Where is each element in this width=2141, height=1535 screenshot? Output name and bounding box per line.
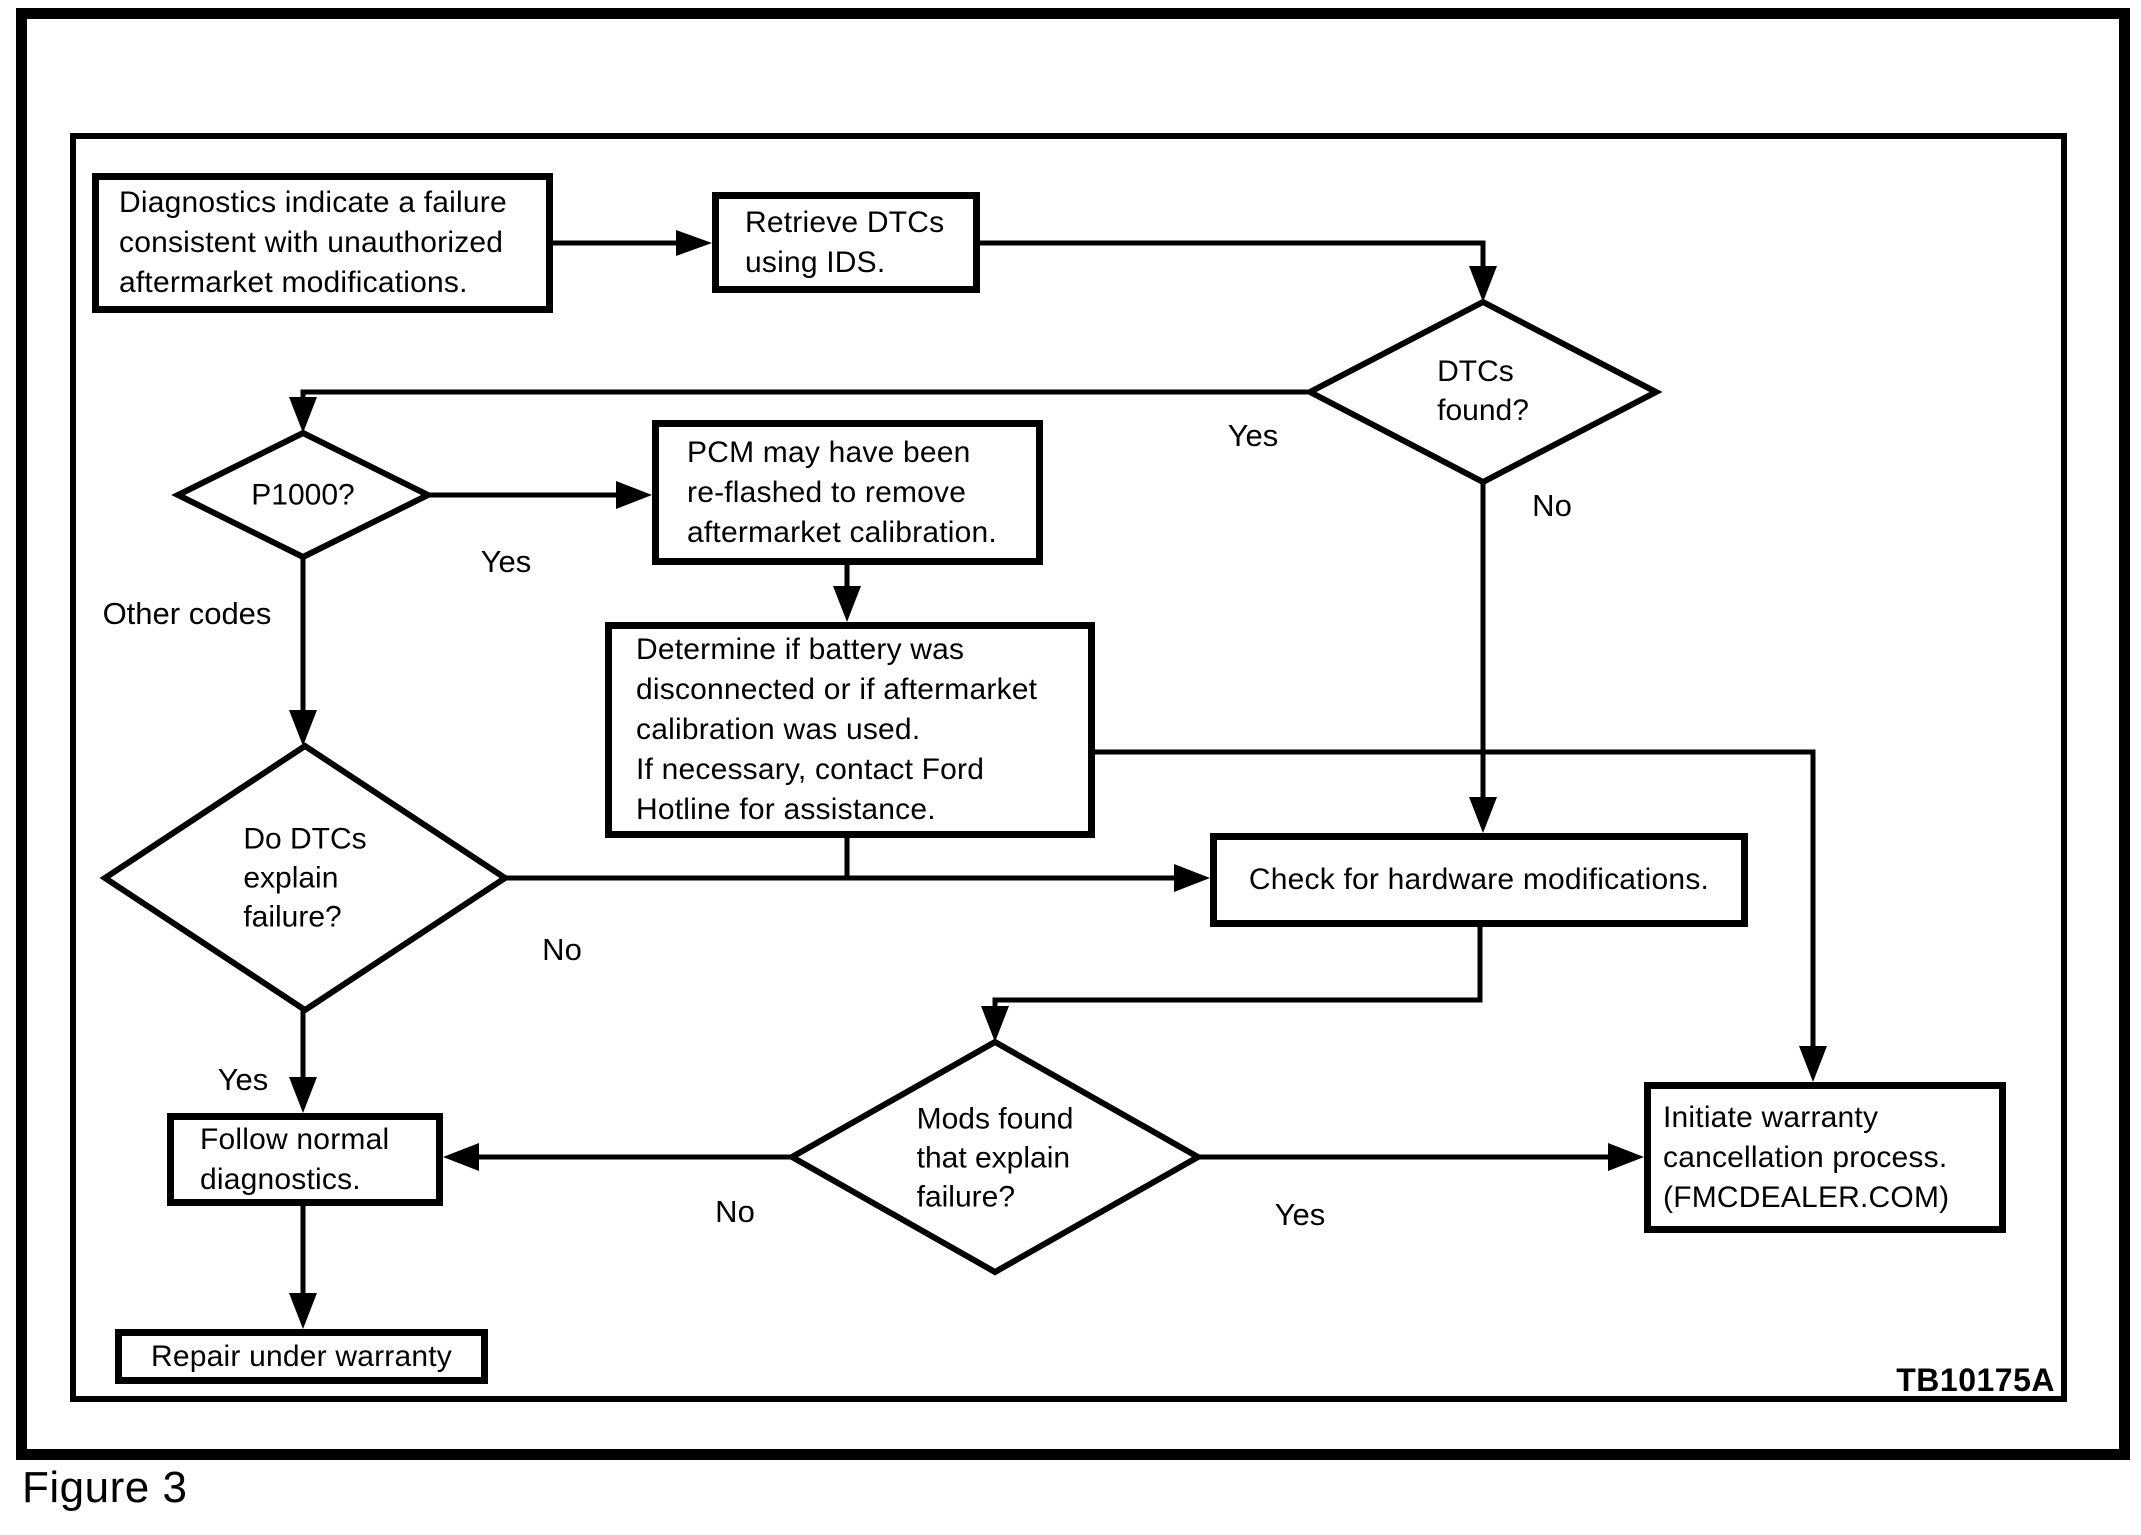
node-initiate-cancellation: Initiate warranty cancellation process. … bbox=[1644, 1082, 2006, 1233]
dtcs-found-diamond-shape bbox=[1303, 298, 1663, 486]
branch-label-dodtcs-no: No bbox=[542, 932, 582, 967]
branch-label-dtcs-no: No bbox=[1532, 488, 1572, 523]
edge-retrieve-to-dtcsfound bbox=[980, 240, 1486, 266]
branch-label-p1000-other-codes: Other codes bbox=[102, 596, 272, 631]
reference-code: TB10175A bbox=[1896, 1362, 2055, 1398]
outer-border bbox=[16, 8, 2130, 1460]
decision-dtcs-found-label: DTCs found? bbox=[1437, 355, 1529, 427]
mods-found-diamond-shape bbox=[785, 1038, 1205, 1276]
decision-mods-found-label: Mods found that explain failure? bbox=[916, 1102, 1074, 1214]
node-repair-warranty: Repair under warranty bbox=[115, 1329, 488, 1384]
arrow-into-follow-right-icon bbox=[443, 1143, 479, 1171]
arrow-into-initiate-top-icon bbox=[1799, 1046, 1827, 1082]
branch-label-p1000-yes: Yes bbox=[480, 544, 532, 579]
node-check-hardware: Check for hardware modifications. bbox=[1210, 833, 1748, 927]
edge-dtcsfound-yes-to-p1000 bbox=[300, 389, 1310, 397]
arrow-into-mods-icon bbox=[981, 1006, 1009, 1042]
arrow-into-initiate-left-icon bbox=[1608, 1143, 1644, 1171]
figure-caption: Figure 3 bbox=[22, 1463, 188, 1512]
arrow-into-dtcsfound-icon bbox=[1469, 266, 1497, 302]
do-dtcs-explain-diamond-shape bbox=[99, 742, 511, 1014]
connector-lines bbox=[300, 240, 1816, 1293]
decision-shapes bbox=[99, 298, 1663, 1276]
branch-label-dodtcs-yes: Yes bbox=[217, 1062, 269, 1097]
arrow-into-follow-top-icon bbox=[289, 1077, 317, 1113]
arrow-into-check-top-icon bbox=[1469, 797, 1497, 833]
node-diagnostics: Diagnostics indicate a failure consisten… bbox=[92, 173, 553, 313]
arrow-into-check-left-icon bbox=[1174, 864, 1210, 892]
arrow-into-repair-icon bbox=[289, 1293, 317, 1329]
arrow-into-p1000-icon bbox=[289, 397, 317, 433]
arrow-into-dodtcs-icon bbox=[289, 710, 317, 746]
branch-label-dtcs-yes: Yes bbox=[1227, 418, 1279, 453]
node-pcm-reflash: PCM may have been re-flashed to remove a… bbox=[652, 420, 1043, 565]
arrow-into-determine-icon bbox=[833, 586, 861, 622]
arrow-into-retrieve-icon bbox=[676, 230, 712, 256]
arrowheads bbox=[289, 230, 1827, 1329]
branch-label-mods-yes: Yes bbox=[1274, 1197, 1326, 1232]
p1000-diamond-shape bbox=[171, 429, 435, 561]
node-retrieve-dtcs: Retrieve DTCs using IDS. bbox=[712, 192, 980, 293]
node-determine-battery: Determine if battery was disconnected or… bbox=[605, 622, 1095, 838]
arrow-into-pcm-icon bbox=[616, 481, 652, 509]
edge-check-to-mods bbox=[992, 927, 1483, 1006]
diagram-border bbox=[70, 133, 2067, 1402]
edge-determine-to-initiate bbox=[1095, 749, 1816, 1046]
decision-p1000-label: P1000? bbox=[251, 478, 355, 512]
node-follow-normal: Follow normal diagnostics. bbox=[167, 1113, 443, 1206]
branch-label-mods-no: No bbox=[715, 1194, 755, 1229]
decision-do-dtcs-explain-label: Do DTCs explain failure? bbox=[243, 822, 367, 934]
